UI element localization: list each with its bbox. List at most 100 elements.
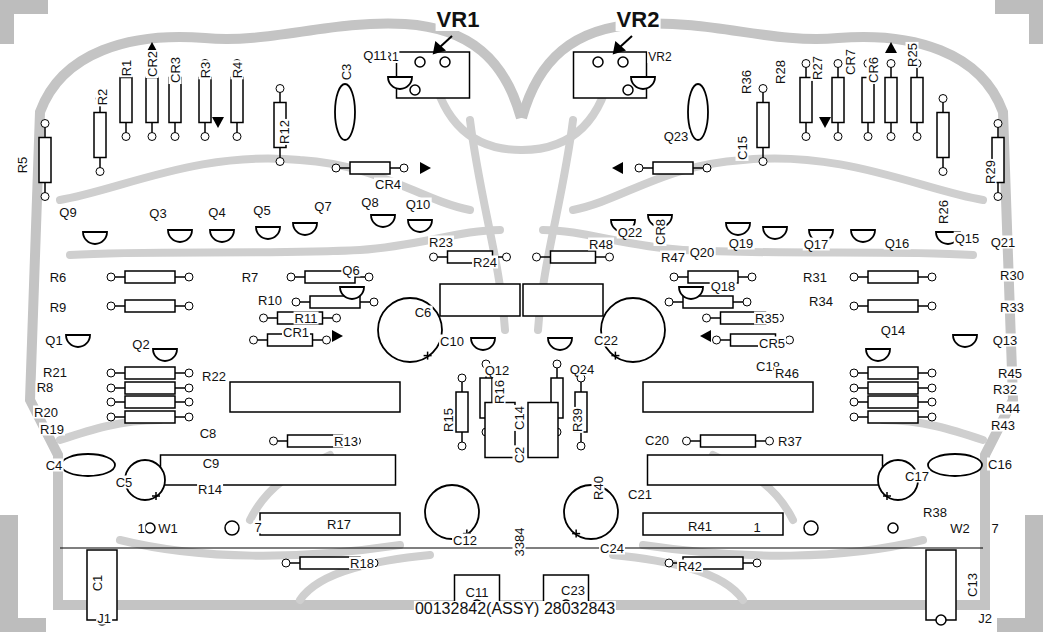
transistor-symbol bbox=[471, 338, 495, 350]
resistor-symbol bbox=[850, 300, 936, 312]
board-outline bbox=[30, 24, 521, 605]
part-label: R48 bbox=[588, 238, 614, 251]
part-label: W2 bbox=[949, 522, 971, 535]
part-label: C4 bbox=[45, 459, 64, 472]
part-label: R15 bbox=[442, 407, 455, 433]
part-label: R44 bbox=[995, 402, 1021, 415]
polarity-mark bbox=[883, 492, 891, 500]
part-label: C1 bbox=[91, 574, 104, 593]
transistor-symbol bbox=[256, 227, 280, 239]
component-outline bbox=[87, 550, 117, 620]
capacitor-symbol bbox=[425, 485, 479, 539]
part-label: Q20 bbox=[689, 246, 716, 259]
part-label: 7 bbox=[253, 521, 262, 534]
transistor-symbol bbox=[763, 227, 787, 239]
part-label: R17 bbox=[326, 518, 352, 531]
board-number: 00132842(ASSY) 28032843 bbox=[414, 601, 616, 617]
component-outline bbox=[648, 455, 883, 485]
part-label: R12 bbox=[278, 119, 291, 145]
board-half bbox=[522, 24, 1013, 625]
component-outline bbox=[230, 382, 400, 412]
part-label: R31 bbox=[802, 271, 828, 284]
part-label: R18 bbox=[349, 557, 375, 570]
part-label: R20 bbox=[33, 406, 59, 419]
capacitor-symbol bbox=[335, 84, 355, 140]
part-label: Q11 bbox=[362, 49, 388, 62]
transistor-symbol bbox=[388, 77, 412, 89]
component-outline bbox=[397, 52, 470, 98]
part-label: C17 bbox=[904, 470, 930, 483]
part-label: R46 bbox=[774, 367, 800, 380]
resistor-symbol bbox=[911, 60, 923, 141]
part-label: Q14 bbox=[880, 324, 907, 337]
capacitor-symbol bbox=[688, 84, 708, 140]
part-label: CR1 bbox=[282, 326, 310, 339]
diode-mark bbox=[420, 162, 431, 174]
part-label: Q16 bbox=[884, 237, 911, 250]
transistor-symbol bbox=[726, 223, 750, 235]
part-label: 1 bbox=[136, 522, 145, 535]
solder-pad bbox=[804, 521, 818, 535]
callout-label: VR2 bbox=[616, 9, 661, 31]
solder-pad bbox=[415, 57, 425, 67]
component-outline bbox=[523, 284, 603, 316]
resistor-symbol bbox=[832, 60, 844, 141]
resistor-symbol bbox=[850, 367, 936, 379]
solder-pad bbox=[618, 57, 628, 67]
solder-pad bbox=[145, 523, 155, 533]
resistor-symbol bbox=[885, 60, 897, 141]
resistor-symbol bbox=[635, 162, 711, 174]
solder-pad bbox=[410, 85, 420, 95]
resistor-symbol bbox=[282, 557, 378, 569]
resistor-symbol bbox=[260, 312, 341, 324]
part-label: R43 bbox=[990, 419, 1016, 432]
polarity-mark bbox=[611, 352, 619, 360]
resistor-symbol bbox=[292, 296, 378, 308]
part-label: R33 bbox=[999, 301, 1025, 314]
part-label: C3 bbox=[340, 63, 353, 82]
transistor-symbol bbox=[631, 77, 655, 89]
part-label: R41 bbox=[687, 520, 713, 533]
component-outline bbox=[161, 455, 396, 485]
leader-arrow bbox=[434, 36, 632, 53]
resistor-symbol bbox=[120, 60, 132, 141]
transistor-symbol bbox=[371, 215, 395, 227]
part-label: R25 bbox=[906, 42, 919, 68]
part-label: CR5 bbox=[758, 337, 786, 350]
board-outline bbox=[522, 24, 1013, 605]
part-label: Q13 bbox=[992, 334, 1019, 347]
polarity-mark bbox=[424, 352, 432, 360]
resistor-symbol bbox=[107, 271, 193, 283]
part-label: C6 bbox=[414, 306, 433, 319]
part-label: R24 bbox=[472, 256, 498, 269]
part-label: C2 bbox=[513, 446, 526, 465]
part-label: R27 bbox=[811, 55, 824, 81]
component-outline bbox=[260, 513, 400, 535]
resistor-symbol bbox=[231, 60, 243, 141]
transistor-symbol bbox=[408, 220, 432, 232]
resistor-symbol bbox=[107, 367, 193, 379]
resistor-symbol bbox=[850, 382, 936, 394]
part-label: CR2 bbox=[146, 50, 159, 78]
part-label: R11 bbox=[294, 312, 319, 325]
part-label: W1 bbox=[157, 522, 179, 535]
solder-pad bbox=[623, 85, 633, 95]
capacitor-symbol bbox=[928, 454, 982, 476]
board-edge-line bbox=[522, 547, 983, 548]
part-label: CR8 bbox=[654, 218, 667, 246]
resistor-symbol bbox=[94, 95, 106, 176]
transistor-symbol bbox=[153, 349, 177, 361]
part-label: R22 bbox=[201, 370, 227, 383]
part-label: R16 bbox=[493, 379, 506, 405]
part-label: Q21 bbox=[990, 236, 1017, 249]
capacitor-symbol bbox=[61, 454, 115, 476]
part-label: R8 bbox=[36, 381, 55, 394]
part-label: C16 bbox=[987, 458, 1013, 471]
diode-mark bbox=[612, 162, 623, 174]
part-label: C10 bbox=[439, 335, 465, 348]
part-label: R6 bbox=[49, 271, 68, 284]
resistor-symbol bbox=[456, 374, 468, 450]
transistor-symbol bbox=[210, 230, 234, 242]
part-label: Q3 bbox=[148, 207, 167, 220]
part-label: R34 bbox=[808, 295, 834, 308]
